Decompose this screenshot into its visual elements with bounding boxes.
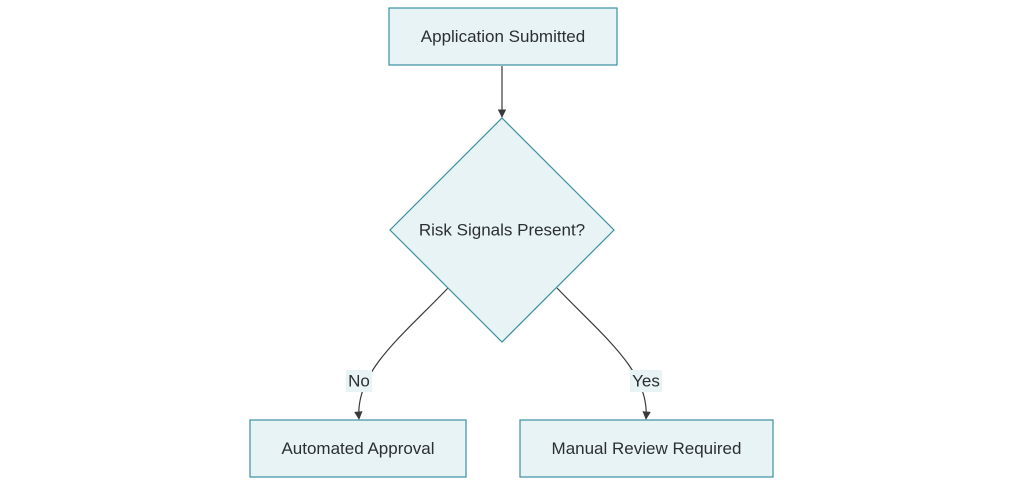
edge-label-no-text: No (348, 372, 370, 391)
node-application-submitted-label: Application Submitted (421, 27, 585, 46)
edge-decision-to-auto (354, 287, 449, 420)
node-manual-review-required-label: Manual Review Required (552, 439, 742, 458)
node-manual-review-required: Manual Review Required (519, 419, 774, 478)
node-automated-approval: Automated Approval (249, 419, 467, 478)
edge-label-no: No (346, 370, 372, 392)
node-manual-review-required-box (519, 419, 774, 478)
node-risk-signals-decision: Risk Signals Present? (389, 117, 615, 343)
edge-label-yes-bg (630, 370, 662, 392)
node-automated-approval-label: Automated Approval (281, 439, 434, 458)
node-risk-signals-label: Risk Signals Present? (419, 221, 585, 240)
edge-label-no-bg (346, 370, 372, 392)
node-risk-signals-diamond (389, 117, 615, 343)
edge-label-yes: Yes (630, 370, 662, 392)
node-application-submitted-box (388, 7, 618, 66)
node-automated-approval-box (249, 419, 467, 478)
edge-label-yes-text: Yes (632, 372, 660, 391)
node-application-submitted: Application Submitted (388, 7, 618, 66)
edge-decision-to-manual (556, 287, 651, 420)
